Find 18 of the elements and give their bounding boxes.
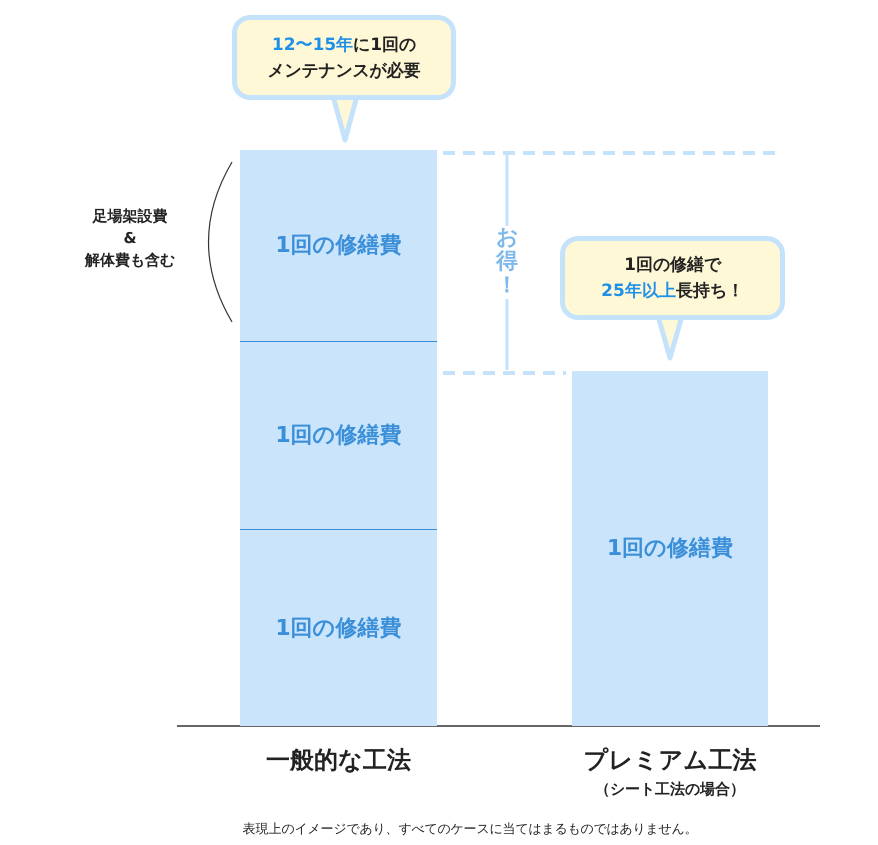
speech-bubble	[232, 15, 456, 100]
cost-label: 1回の修繕費	[275, 232, 402, 260]
callout-text: 25年以上長持ち！	[601, 280, 744, 303]
bracket-note: &	[122, 228, 138, 249]
callout-text: 12〜15年に1回の	[272, 34, 416, 56]
callout-text: 1回の修繕で	[624, 254, 721, 277]
speech-bubble	[560, 236, 785, 320]
cost-label: 1回の修繕費	[275, 422, 402, 450]
cost-label: 1回の修繕費	[606, 535, 734, 563]
footnote: 表現上のイメージであり、すべてのケースに当てはまるものではありません。	[242, 821, 698, 839]
callout-text: メンテナンスが必要	[268, 60, 420, 82]
cost-label: 1回の修繕費	[275, 614, 402, 642]
bracket-note: 足場架設費	[91, 206, 168, 227]
category-label: 一般的な工法	[265, 745, 412, 776]
category-note: （シート工法の場合）	[594, 779, 746, 800]
bracket-note: 解体費も含む	[84, 250, 176, 271]
category-label: プレミアム工法	[582, 745, 758, 776]
savings-label: お得！	[496, 226, 518, 299]
